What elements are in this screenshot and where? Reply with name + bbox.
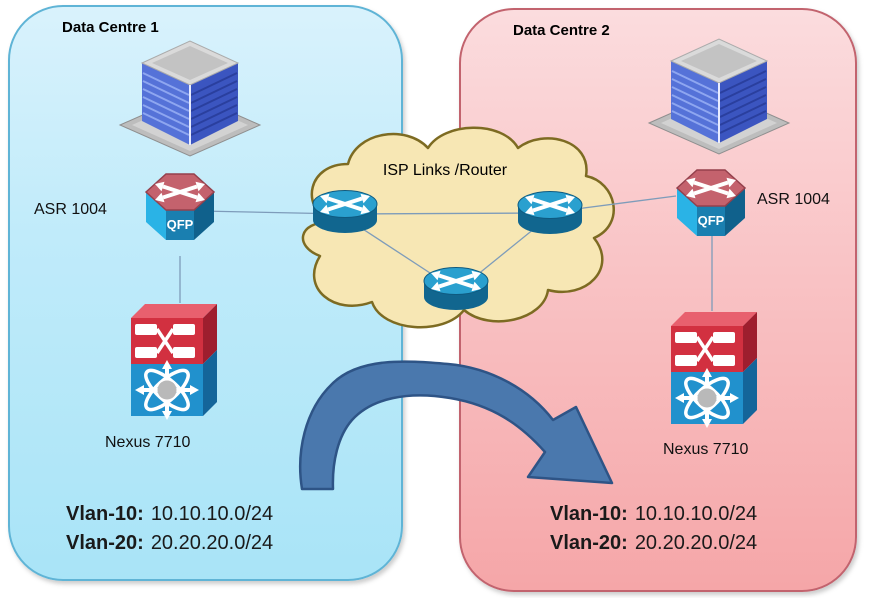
dc1-title: Data Centre 1	[62, 19, 159, 36]
asr-router-icon: QFP	[675, 169, 747, 236]
nexus-label: Nexus 7710	[105, 434, 191, 451]
qfp-chip-label: QFP	[698, 213, 725, 228]
nexus-switch-icon	[131, 304, 217, 420]
qfp-chip-label: QFP	[167, 217, 194, 232]
vlan-label: Vlan-20:	[550, 532, 628, 554]
vlan-line: Vlan-10: 10.10.10.0/24	[66, 500, 273, 529]
vlan-value: 20.20.20.0/24	[634, 532, 758, 554]
vlan-value: 10.10.10.0/24	[634, 503, 758, 525]
vlan-label: Vlan-10:	[550, 503, 628, 525]
dc2-title: Data Centre 2	[513, 22, 610, 39]
building-icon	[118, 40, 262, 157]
vlan-line: Vlan-10: 10.10.10.0/24	[550, 500, 757, 529]
isp-router-icon	[423, 267, 489, 310]
vlan-line: Vlan-20: 20.20.20.0/24	[550, 529, 757, 558]
vlan-value: 10.10.10.0/24	[150, 503, 274, 525]
asr-label: ASR 1004	[757, 191, 830, 208]
vlan-value: 20.20.20.0/24	[150, 532, 274, 554]
nexus-label: Nexus 7710	[663, 441, 749, 458]
building-icon	[647, 38, 791, 155]
dc2-vlan-info: Vlan-10: 10.10.10.0/24 Vlan-20: 20.20.20.0…	[550, 500, 757, 558]
vlan-label: Vlan-10:	[66, 503, 144, 525]
asr-router-icon: QFP	[144, 173, 216, 240]
vlan-label: Vlan-20:	[66, 532, 144, 554]
isp-router-icon	[312, 190, 378, 233]
vlan-line: Vlan-20: 20.20.20.0/24	[66, 529, 273, 558]
asr-label: ASR 1004	[34, 201, 107, 218]
isp-router-icon	[517, 191, 583, 234]
nexus-switch-icon	[671, 312, 757, 428]
dc1-vlan-info: Vlan-10: 10.10.10.0/24 Vlan-20: 20.20.20.0…	[66, 500, 273, 558]
cloud-label: ISP Links /Router	[382, 162, 508, 179]
